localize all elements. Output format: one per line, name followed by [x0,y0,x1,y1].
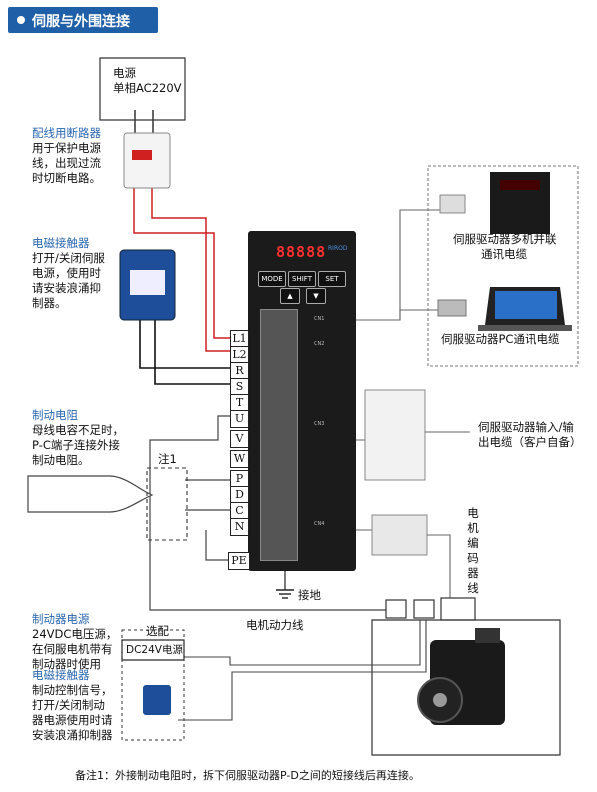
contactor-label: 电磁接触器 打开/关闭伺服电源，使用时请安装浪涌抑制器。 [32,236,105,310]
servo-drive: 88888 RIROD MODE SHIFT SET ▲ ▼ CN1 CN2 C… [248,231,356,571]
encoder-connector-shape [371,514,428,556]
option-label: 选配 [146,624,169,638]
terminal-l1: L1 [230,330,249,348]
brake-power-label: 制动器电源 24VDC电压源，在伺服电机带有制动器时使用 [32,612,118,671]
port-cn2-label: CN2 [314,341,325,347]
option-dashed-box [121,629,185,741]
motor-frame [371,619,561,756]
port-cn1-label: CN1 [314,316,325,322]
terminal-n: N [230,518,249,536]
io-cable-label: 伺服驱动器输入/输 出电缆（客户自备） [478,420,582,449]
brake-contactor-label: 电磁接触器 制动控制信号，打开/关闭制动器电源使用时请安装浪涌抑制器 [32,668,113,742]
terminal-l2: L2 [230,346,249,364]
comm-dashed-box [427,165,579,367]
down-button[interactable]: ▼ [306,288,326,304]
breaker-label: 配线用断路器 用于保护电源线，出现过流时切断电路。 [32,126,101,185]
terminal-w: W [230,450,249,468]
encoder-cable-label: 电机编 码器线 [467,506,479,595]
note-dashed-box [146,467,188,541]
pc-comm-label: 伺服驱动器PC通讯电缆 [441,332,560,346]
dc24-label: DC24V电源 [126,644,183,656]
multi-comm-label: 伺服驱动器多机并联 通讯电缆 [453,232,557,261]
power-source-label: 电源 单相AC220V [113,66,182,95]
bullet-dot [17,16,25,24]
port-cn4-label: CN4 [314,521,325,527]
brake-resistor-shape [27,475,154,513]
pc-comm-plug [437,299,467,317]
up-button[interactable]: ▲ [280,288,300,304]
shift-button[interactable]: SHIFT [288,271,316,287]
breaker-device [123,132,171,189]
terminal-v: V [230,430,249,448]
brake-resistor-label: 制动电阻 母线电容不足时，P-C端子连接外接制动电阻。 [32,408,124,467]
drive-display: 88888 [276,243,327,261]
terminal-pe: PE [228,552,250,570]
note-tag: 注1 [158,452,177,466]
page-title: 伺服与外围连接 [32,14,130,30]
port-cn3-label: CN3 [314,421,325,427]
mode-button[interactable]: MODE [258,271,286,287]
motor-power-label: 电机动力线 [246,618,304,632]
ground-label: 接地 [298,588,321,602]
terminal-u: U [230,410,249,428]
set-button[interactable]: SET [318,271,346,287]
multi-comm-plug [439,194,466,214]
power-source-box [99,57,186,121]
terminal-cover [260,309,298,561]
footnote: 备注1：外接制动电阻时，拆下伺服驱动器P-D之间的短接线后再连接。 [75,769,420,782]
brake-contactor-device [143,685,171,715]
io-connector-shape [364,389,426,481]
title-bar: 伺服与外围连接 [8,7,158,33]
drive-brand: RIROD [328,245,348,252]
